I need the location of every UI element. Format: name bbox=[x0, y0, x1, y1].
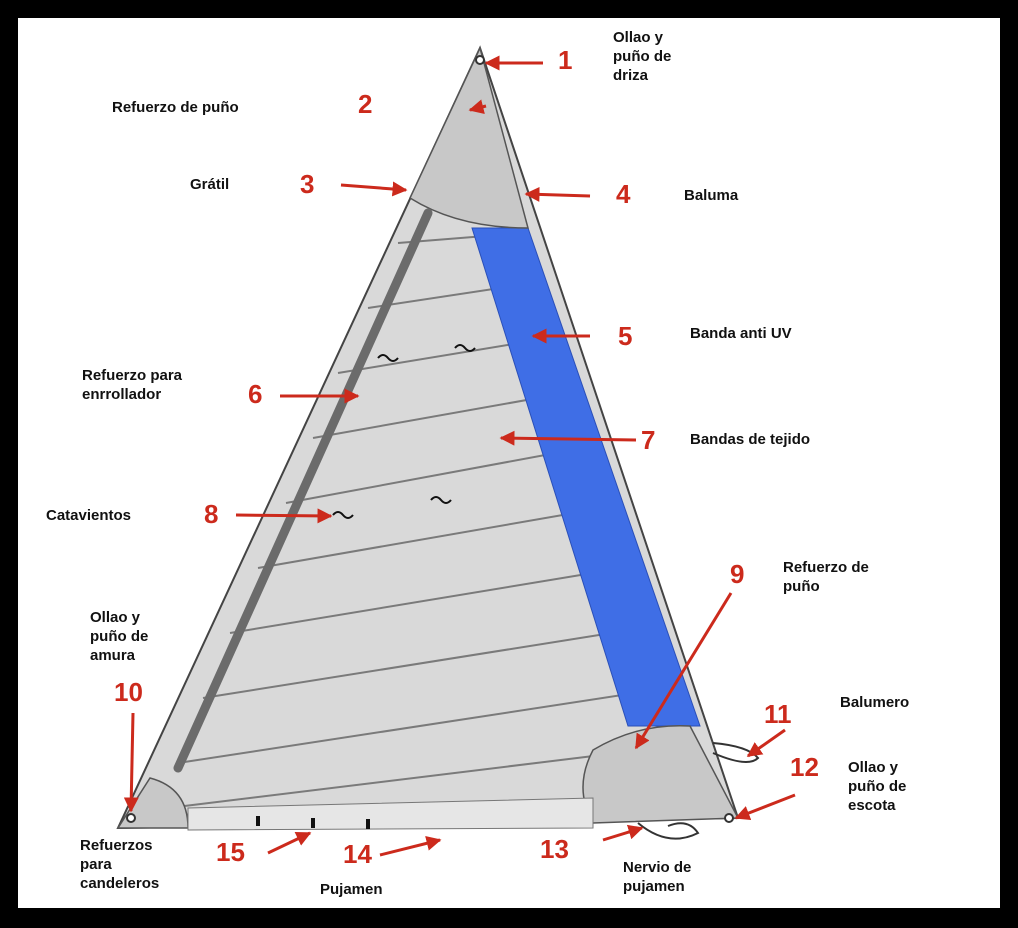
arrow-2 bbox=[468, 99, 487, 115]
label-stanchion-patches: Refuerzos para candeleros bbox=[80, 837, 160, 892]
head-grommet bbox=[475, 55, 485, 65]
arrow-3 bbox=[340, 181, 408, 197]
arrow-15 bbox=[267, 831, 312, 855]
callout-number-8: 8 bbox=[204, 499, 219, 529]
label-tack-grommet: Ollao y puño de amura bbox=[90, 609, 149, 664]
arrow-4 bbox=[524, 186, 591, 202]
sail-diagram bbox=[116, 45, 796, 857]
callout-number-7: 7 bbox=[641, 425, 656, 455]
callout-number-12: 12 bbox=[790, 752, 819, 782]
callout-number-5: 5 bbox=[618, 321, 633, 351]
fabric-band-seams bbox=[167, 232, 669, 809]
label-uv-band: Banda anti UV bbox=[690, 325, 792, 342]
arrow-11 bbox=[746, 728, 786, 758]
arrow-9 bbox=[634, 592, 733, 750]
label-foot-cord: Nervio de pujamen bbox=[623, 859, 692, 895]
callout-number-11: 11 bbox=[764, 699, 792, 729]
head-reinforcement bbox=[409, 45, 529, 229]
diagram-frame: 1 2 3 4 5 6 7 8 9 10 11 12 13 14 15 Olla… bbox=[18, 18, 1000, 908]
label-telltales: Catavientos bbox=[46, 507, 132, 524]
arrow-8 bbox=[235, 508, 333, 524]
arrow-7 bbox=[499, 430, 637, 446]
callout-number-14: 14 bbox=[343, 839, 372, 869]
label-luff: Grátil bbox=[190, 176, 230, 193]
arrow-13 bbox=[602, 824, 644, 842]
callout-number-15: 15 bbox=[216, 837, 245, 867]
label-head-reinforcement: Refuerzo de puño bbox=[112, 99, 239, 116]
callout-number-9: 9 bbox=[730, 559, 745, 589]
label-fabric-bands: Bandas de tejido bbox=[690, 431, 811, 448]
callout-number-13: 13 bbox=[540, 834, 569, 864]
clew-grommet bbox=[724, 813, 734, 823]
callout-number-2: 2 bbox=[358, 89, 373, 119]
callout-number-1: 1 bbox=[558, 45, 573, 75]
stanchion-patches bbox=[256, 816, 370, 829]
callout-arrows bbox=[123, 55, 796, 857]
foot-cord bbox=[637, 822, 700, 840]
furling-reinforcement-strip bbox=[173, 208, 433, 773]
arrow-10 bbox=[123, 712, 139, 813]
callout-number-10: 10 bbox=[114, 677, 143, 707]
label-clew-reinforcement: Refuerzo de puño bbox=[783, 559, 869, 595]
arrow-14 bbox=[379, 835, 442, 857]
label-leech: Baluma bbox=[684, 187, 739, 204]
telltales bbox=[332, 344, 476, 519]
tack-grommet bbox=[126, 813, 136, 823]
leech-line-loop bbox=[712, 742, 760, 763]
arrow-12 bbox=[734, 793, 796, 821]
callout-number-3: 3 bbox=[300, 169, 315, 199]
label-leech-line: Balumero bbox=[840, 694, 910, 711]
label-sheet-grommet: Ollao y puño de escota bbox=[848, 759, 907, 814]
label-furling-reinforcement: Refuerzo para enrrollador bbox=[82, 367, 183, 403]
callout-number-6: 6 bbox=[248, 379, 263, 409]
label-foot: Pujamen bbox=[320, 881, 383, 898]
foot-strip bbox=[187, 797, 594, 831]
label-halyard-grommet: Ollao y puño de driza bbox=[613, 29, 672, 84]
callout-number-4: 4 bbox=[616, 179, 631, 209]
